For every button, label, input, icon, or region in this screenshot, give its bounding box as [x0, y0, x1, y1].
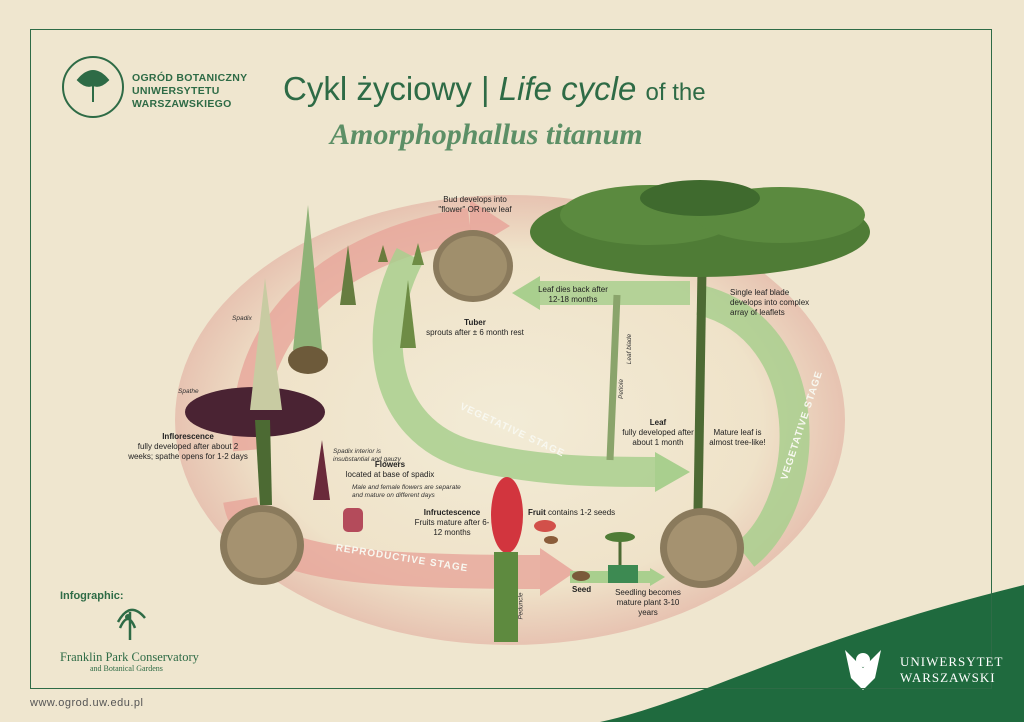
pink-arrowhead-bottom [540, 548, 575, 596]
label-fruit-title: Fruit [528, 508, 546, 517]
label-seedling: Seedling becomes mature plant 3-10 years [615, 588, 681, 617]
flower-cluster [343, 508, 363, 532]
label-inflorescence: Inflorescence fully developed after abou… [128, 432, 248, 462]
uw-eagle-icon [845, 650, 881, 690]
label-leaf-title: Leaf [649, 418, 667, 427]
title-english: Life cycle [498, 70, 637, 107]
label-leaf-desc: fully developed after about 1 month [622, 428, 694, 447]
label-mature-leaf: Mature leaf is almost tree-like! [709, 428, 766, 447]
green-arc-right [695, 285, 810, 567]
page-title: Cykl życiowy | Life cycle of the [283, 70, 706, 108]
seed-pair [544, 536, 558, 544]
label-infructescence-title: Infructescence [423, 508, 481, 517]
label-bud: Bud develops into "flower" OR new leaf [430, 195, 520, 215]
leaf-canopy [530, 180, 870, 277]
seedling-pot [608, 565, 638, 583]
label-peduncle: Peduncle [517, 592, 525, 620]
ginkgo-leaf-icon [76, 70, 110, 102]
label-infructescence-desc: Fruits mature after 6-12 months [414, 518, 490, 537]
label-fruit: Fruit contains 1-2 seeds [528, 508, 615, 518]
border-frame [30, 29, 992, 689]
label-leaf-blade: Leaf blade [626, 333, 634, 365]
peduncle [494, 552, 518, 642]
label-spadix: Spadix [232, 315, 252, 322]
uw-logo-name: UNIWERSYTET WARSZAWSKI [900, 654, 1003, 686]
label-fruit-desc: contains 1-2 seeds [548, 508, 616, 517]
spathe [185, 387, 325, 437]
label-bud-line2: "flower" OR new leaf [438, 205, 512, 214]
species-name: Amorphophallus titanum [330, 118, 643, 151]
bud-small-1 [378, 245, 388, 262]
green-loop-left [372, 247, 656, 487]
label-inflorescence-desc: fully developed after about 2 weeks; spa… [128, 442, 248, 461]
young-leaf-petiole [606, 294, 621, 461]
corner-wave [600, 585, 1024, 722]
mature-stem [693, 269, 707, 511]
label-tuber-desc: sprouts after ± 6 month rest [426, 328, 524, 337]
fruit [534, 520, 556, 532]
obuw-logo-text: OGRÓD BOTANICZNY UNIWERSYTETU WARSZAWSKI… [132, 72, 248, 110]
fpc-logo-name: Franklin Park Conservatory [60, 650, 199, 664]
label-flowers-desc: located at base of spadix [345, 470, 435, 479]
bud-small-4 [400, 280, 416, 348]
uw-name-line1: UNIWERSYTET [900, 654, 1004, 669]
spadix-bud [293, 205, 322, 350]
label-flowers: Flowers located at base of spadix [340, 460, 440, 480]
label-male-female: Male and female flowers are separate and… [352, 484, 461, 499]
bud-small-3 [340, 245, 356, 305]
spadix-cutaway [313, 440, 330, 500]
label-spathe: Spathe [178, 388, 199, 395]
infructescence [491, 477, 523, 553]
label-inflorescence-title: Inflorescence [162, 432, 214, 441]
label-leaflets: Single leaf blade develops into complex … [730, 288, 810, 317]
title-polish: Cykl życiowy [283, 70, 472, 107]
title-of: of the [645, 79, 706, 106]
label-leaf: Leaf fully developed after about 1 month [618, 418, 698, 448]
fpc-logo-subtitle: and Botanical Gardens [90, 664, 163, 673]
label-infructescence: Infructescence Fruits mature after 6-12 … [412, 508, 492, 538]
infographic-label: Infographic: [60, 590, 124, 602]
uw-name-line2: WARSZAWSKI [900, 670, 996, 685]
seed [572, 571, 590, 581]
green-arrowhead-left [655, 452, 690, 492]
green-arrowhead-seedling [650, 568, 665, 586]
label-tuber: Tuber sprouts after ± 6 month rest [425, 318, 525, 338]
obuw-logo-circle [62, 56, 124, 118]
bud-small-2 [412, 243, 424, 265]
green-arrowhead-top [512, 276, 540, 310]
website-url[interactable]: www.ogrod.uw.edu.pl [30, 697, 144, 709]
label-flowers-title: Flowers [374, 460, 406, 469]
label-tuber-title: Tuber [464, 318, 486, 327]
label-leaf-dies: Leaf dies back after 12-18 months [538, 285, 608, 304]
inflorescence-stalk [255, 420, 272, 505]
label-seed: Seed [572, 585, 592, 594]
title-separator: | [481, 70, 490, 107]
label-spadix-interior: Spadix interior is insubstantial and gau… [333, 448, 401, 463]
spadix [250, 278, 282, 410]
label-bud-line1: Bud develops into [443, 195, 507, 204]
label-petiole: Petiole [617, 379, 625, 399]
